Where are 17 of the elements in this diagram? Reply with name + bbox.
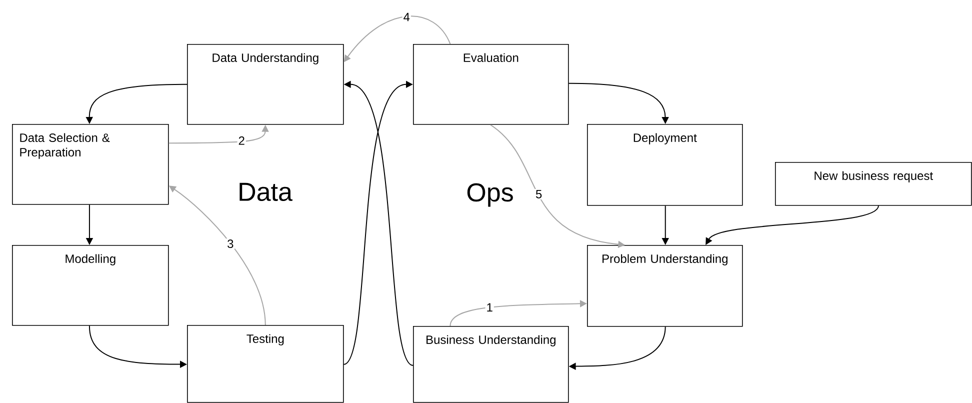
section-label: Data — [240, 182, 292, 202]
edge-label: 3 — [226, 238, 235, 250]
process-box: Problem Understanding — [587, 244, 743, 327]
process-box: Testing — [187, 324, 344, 403]
process-box: Data Understanding — [187, 44, 344, 125]
arrow — [706, 205, 880, 245]
process-box: Business Understanding — [413, 326, 569, 403]
edge-label: 1 — [485, 302, 494, 313]
edge-label: 2 — [237, 135, 246, 146]
process-box: New business request — [775, 162, 972, 206]
process-box: Data Selection & Preparation — [12, 124, 169, 205]
section-label: Ops — [467, 183, 513, 207]
process-box: Modelling — [12, 244, 169, 326]
process-box: Deployment — [587, 124, 743, 206]
edge-label: 5 — [534, 189, 544, 200]
edge-label: 4 — [402, 12, 411, 22]
process-box: Evaluation — [413, 44, 569, 125]
